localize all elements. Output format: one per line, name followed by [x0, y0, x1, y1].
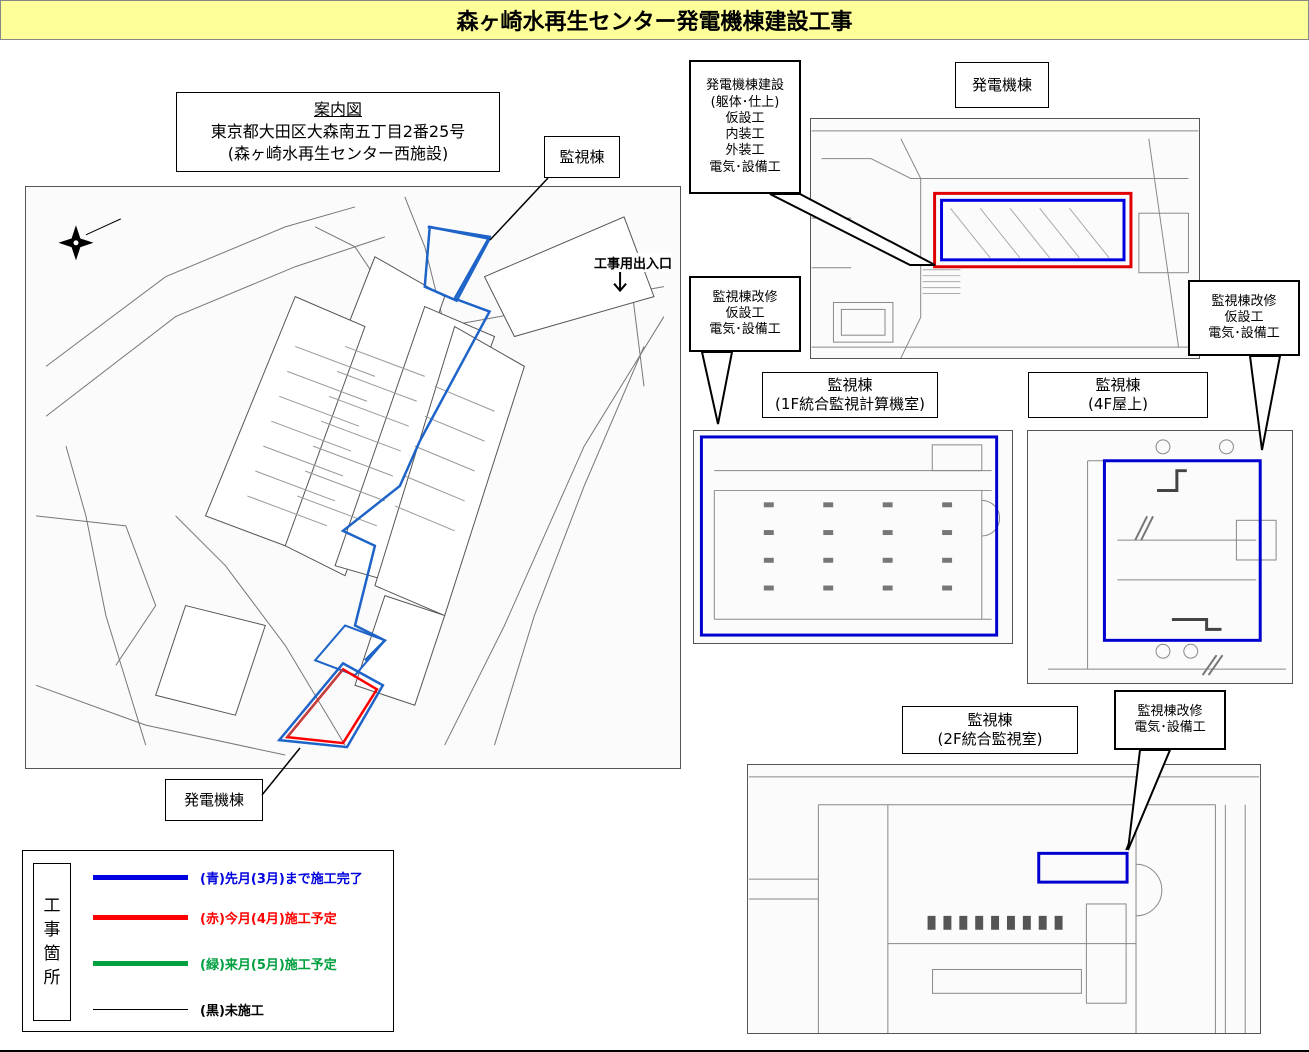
bottom-border [0, 1050, 1309, 1052]
callout-kanshi-4f-line-1: 監視棟改修 [1211, 293, 1277, 309]
legend-item-not-started: (黒)未施工 [93, 999, 264, 1019]
legend-heading-char-2: 事 [43, 920, 61, 940]
legend-item-this-month: (赤)今月(4月)施工予定 [93, 907, 337, 927]
kanshi-2f-title-line-2: (2F統合監視室) [937, 730, 1043, 748]
callout-kanshi-4f-line-3: 電気･設備工 [1208, 326, 1280, 342]
site-map-drawing [35, 196, 665, 756]
kanshi-1f-plan [699, 435, 1001, 637]
legend-swatch-not-started [93, 1008, 188, 1010]
callout-kanshi-2f-work: 監視棟改修 電気･設備工 [1114, 690, 1226, 750]
callout-kanshi-2f-line-1: 監視棟改修 [1137, 703, 1203, 719]
hatsuden-plan [811, 130, 1199, 358]
callout-kanshi-1f-line-1: 監視棟改修 [712, 289, 778, 305]
callout-hatsuden-line-1: 発電機棟建設 [705, 78, 784, 94]
legend-swatch-this-month [93, 914, 188, 920]
legend-item-next-month: (緑)来月(5月)施工予定 [93, 953, 337, 973]
callout-hatsuden-line-5: 外装工 [725, 143, 765, 159]
callout-kanshi-2f-line-2: 電気･設備工 [1134, 720, 1206, 735]
page-title: 森ヶ崎水再生センター発電機棟建設工事 [0, 0, 1309, 40]
callout-hatsuden-line-2: (躯体･仕上) [710, 94, 780, 110]
kanshi-4f-plan [1047, 439, 1286, 676]
legend-heading-char-4: 所 [43, 968, 61, 988]
kanshi-4f-title: 監視棟 (4F屋上) [1028, 372, 1208, 418]
kanshi-2f-plan [748, 776, 1260, 1033]
map-label-hatsuden: 発電機棟 [165, 779, 263, 821]
kanshi-4f-drawing [1027, 430, 1293, 684]
callout-hatsuden-work: 発電機棟建設 (躯体･仕上) 仮設工 内装工 外装工 電気･設備工 [689, 60, 801, 194]
legend-text-completed: (青)先月(3月)まで施工完了 [200, 871, 363, 887]
entrance-label: 工事用出入口 [594, 253, 673, 272]
callout-kanshi-4f-work: 監視棟改修 仮設工 電気･設備工 [1188, 280, 1300, 356]
map-label-kanshi: 監視棟 [544, 136, 620, 178]
entrance-arrow-icon [613, 268, 627, 293]
legend-swatch-completed [93, 874, 188, 880]
hatsuden-panel-title-text: 発電機棟 [971, 75, 1032, 94]
site-info-heading: 案内図 [313, 100, 362, 119]
legend-item-completed: (青)先月(3月)まで施工完了 [93, 867, 363, 887]
legend-heading-char-3: 箇 [43, 944, 61, 964]
kanshi-1f-title-line-1: 監視棟 [827, 376, 873, 395]
callout-kanshi-1f-work: 監視棟改修 仮設工 電気･設備工 [689, 276, 801, 352]
legend-box: 工 事 箇 所 (青)先月(3月)まで施工完了 (赤)今月(4月)施工予定 (緑… [22, 850, 394, 1032]
kanshi-4f-title-line-1: 監視棟 [1095, 376, 1141, 395]
callout-hatsuden-line-3: 仮設工 [725, 110, 765, 126]
map-label-kanshi-text: 監視棟 [559, 147, 605, 166]
callout-hatsuden-line-6: 電気･設備工 [709, 159, 781, 175]
kanshi-1f-drawing [693, 430, 1013, 644]
legend-text-not-started: (黒)未施工 [200, 1003, 264, 1019]
page-title-text: 森ヶ崎水再生センター発電機棟建設工事 [456, 10, 853, 35]
kanshi-2f-title: 監視棟 (2F統合監視室) [902, 706, 1078, 754]
compass-icon [58, 218, 122, 261]
legend-heading-char-1: 工 [43, 896, 61, 916]
legend-text-next-month: (緑)来月(5月)施工予定 [200, 957, 337, 973]
legend-heading: 工 事 箇 所 [33, 863, 71, 1021]
kanshi-4f-title-line-2: (4F屋上) [1088, 395, 1148, 413]
site-facility: (森ヶ崎水再生センター西施設) [227, 144, 449, 163]
legend-swatch-next-month [93, 960, 188, 966]
callout-kanshi-1f-line-3: 電気･設備工 [709, 322, 781, 338]
callout-kanshi-1f-line-2: 仮設工 [725, 305, 765, 321]
site-map: 工事用出入口 [25, 186, 681, 769]
kanshi-1f-title: 監視棟 (1F統合監視計算機室) [762, 372, 938, 418]
hatsuden-panel-title: 発電機棟 [955, 62, 1049, 108]
hatsuden-drawing [810, 118, 1200, 359]
kanshi-1f-title-line-2: (1F統合監視計算機室) [775, 395, 925, 413]
site-info-box: 案内図 東京都大田区大森南五丁目2番25号 (森ヶ崎水再生センター西施設) [176, 92, 500, 172]
map-label-hatsuden-text: 発電機棟 [183, 790, 244, 809]
site-address: 東京都大田区大森南五丁目2番25号 [210, 122, 466, 141]
kanshi-2f-drawing [747, 764, 1261, 1034]
kanshi-2f-title-line-1: 監視棟 [967, 711, 1013, 730]
legend-text-this-month: (赤)今月(4月)施工予定 [200, 911, 337, 927]
callout-kanshi-4f-line-2: 仮設工 [1224, 309, 1264, 325]
callout-hatsuden-line-4: 内装工 [725, 127, 765, 142]
